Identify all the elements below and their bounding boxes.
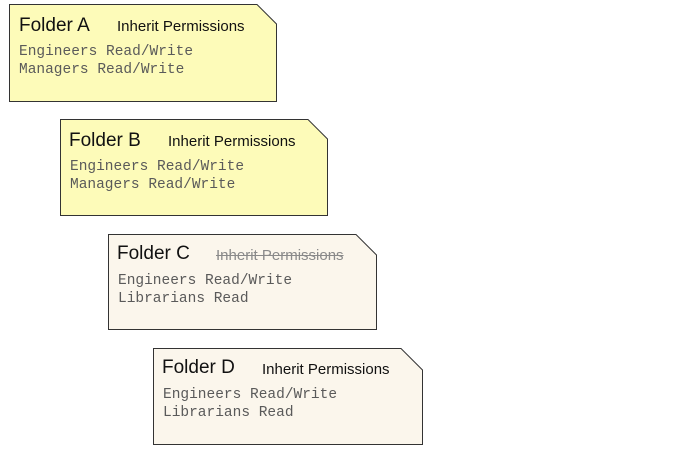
permission-entry: Librarians Read — [163, 404, 294, 421]
folder-card-a-background — [9, 4, 277, 102]
folder-c-permission-list: Engineers Read/Write Librarians Read — [118, 273, 292, 308]
folder-a-inherit-permissions: Inherit Permissions — [117, 18, 245, 35]
permission-entry: Engineers Read/Write — [163, 387, 338, 403]
folder-d-title: Folder D — [162, 357, 235, 378]
folder-d-permission-list: Engineers Read/Write Librarians Read — [163, 387, 337, 422]
permission-entry: Engineers Read/Write — [70, 159, 245, 175]
folder-card-c: Folder C Inherit Permissions Engineers R… — [108, 234, 377, 330]
folder-c-title: Folder C — [117, 243, 190, 264]
permission-entry: Managers Read/Write — [19, 61, 185, 78]
folder-b-permission-list: Engineers Read/Write Managers Read/Write — [70, 159, 244, 194]
folder-card-c-background — [108, 234, 377, 330]
folder-b-inherit-permissions: Inherit Permissions — [168, 133, 296, 150]
folder-c-inherit-permissions-disabled: Inherit Permissions — [216, 247, 344, 264]
folder-b-title: Folder B — [69, 130, 141, 151]
permission-entry: Engineers Read/Write — [19, 44, 194, 60]
folder-card-d: Folder D Inherit Permissions Engineers R… — [153, 348, 423, 445]
permission-entry: Librarians Read — [118, 290, 249, 307]
folder-a-permission-list: Engineers Read/Write Managers Read/Write — [19, 44, 193, 79]
folder-d-inherit-permissions: Inherit Permissions — [262, 361, 390, 378]
folder-card-a: Folder A Inherit Permissions Engineers R… — [9, 4, 277, 102]
folder-card-b: Folder B Inherit Permissions Engineers R… — [60, 119, 328, 216]
folder-card-d-background — [153, 348, 423, 445]
permission-entry: Managers Read/Write — [70, 176, 236, 193]
folder-card-b-background — [60, 119, 328, 216]
permission-entry: Engineers Read/Write — [118, 273, 293, 289]
folder-a-title: Folder A — [19, 15, 90, 36]
